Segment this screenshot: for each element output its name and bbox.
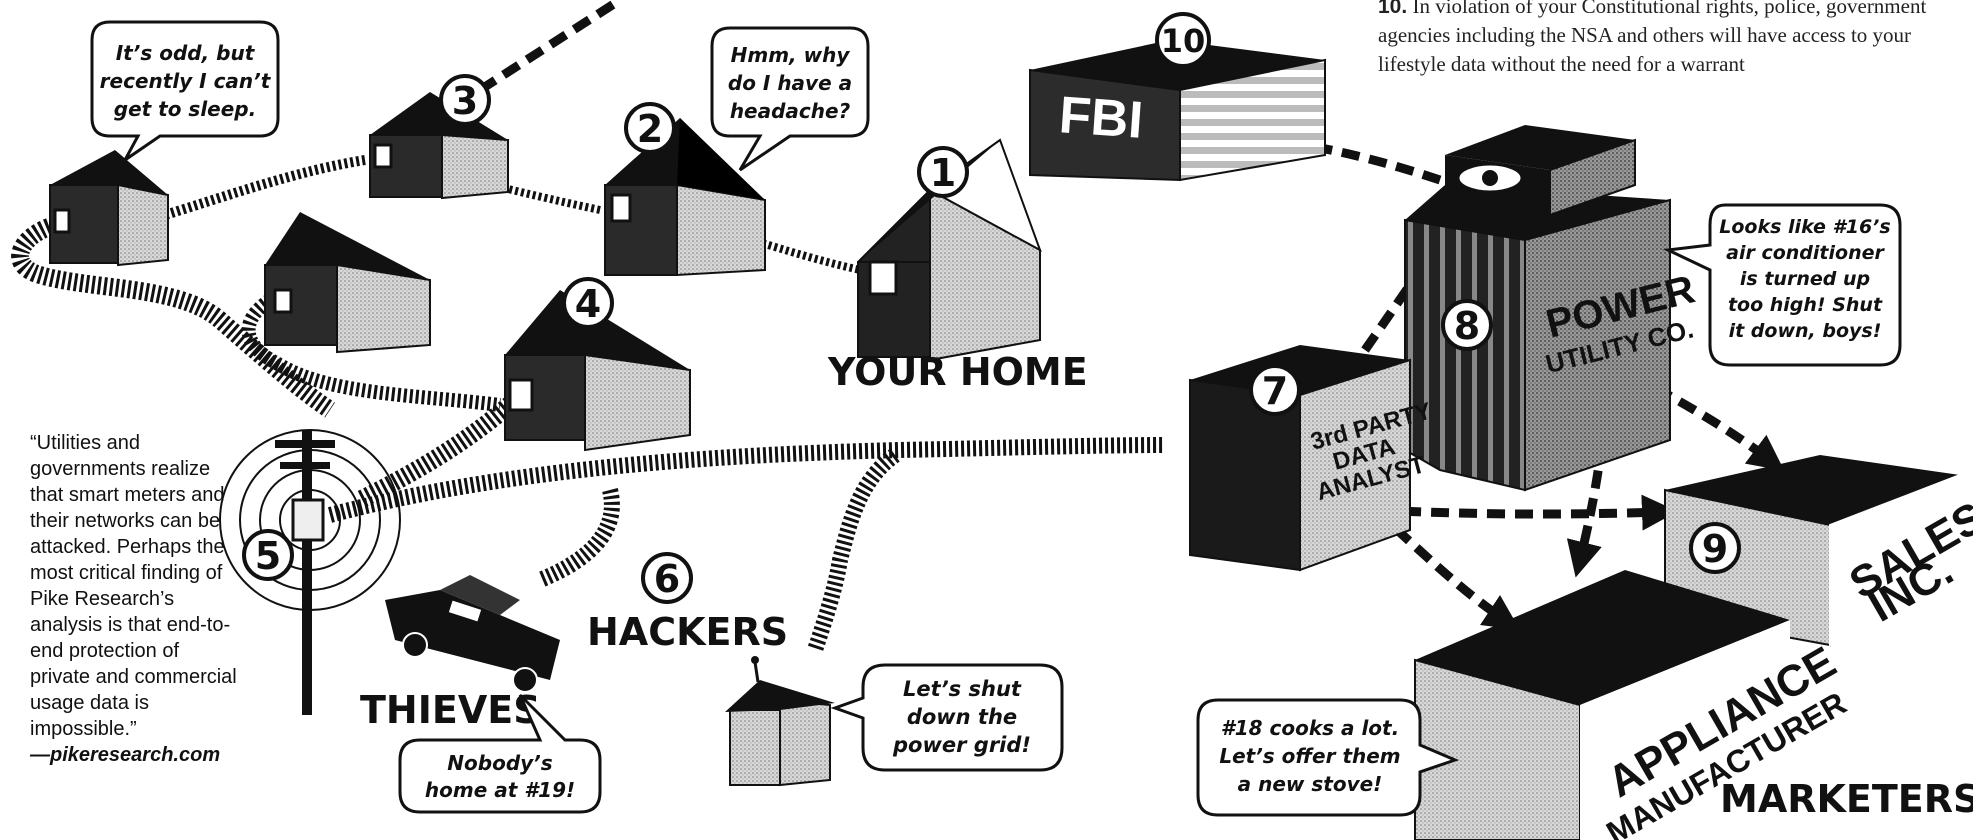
- svg-text:10: 10: [1161, 22, 1206, 60]
- house-middle: [264, 212, 431, 354]
- signal-to-thieves: [536, 488, 620, 588]
- bubble-stove-line-2: Let’s offer them: [1219, 744, 1400, 768]
- smart-meter-1: [868, 260, 898, 296]
- house-4: [504, 290, 691, 452]
- svg-text:5: 5: [255, 534, 281, 578]
- hacker-hut: [725, 656, 835, 787]
- house-1: [857, 138, 1042, 362]
- note-10-number: 10.: [1378, 0, 1408, 18]
- bubble-nobody-line-2: home at #19!: [425, 778, 575, 802]
- hackers-label: HACKERS: [587, 610, 788, 654]
- signal-far-curl: [11, 216, 336, 418]
- pike-research-quote: “Utilities and governments realize that …: [30, 430, 240, 768]
- smart-meter-4: [508, 378, 534, 412]
- arrow-top-exit: [477, 0, 623, 94]
- marker-6: 6: [641, 552, 693, 604]
- signal-pole-to-analyst: [327, 437, 1166, 523]
- fbi-building: FBI: [1029, 40, 1326, 182]
- marker-2: 2: [624, 102, 676, 154]
- house-2: [604, 118, 766, 277]
- your-home-label: YOUR HOME: [827, 350, 1088, 394]
- transformer-box: [291, 498, 325, 542]
- number-markers: 1 2 3 4 5 6 7 8 9 10: [242, 12, 1741, 604]
- marker-10: 10: [1155, 12, 1211, 68]
- smart-meter-middle: [273, 288, 293, 314]
- bubble-nobody-line-1: Nobody’s: [447, 751, 552, 775]
- bubble-stove: #18 cooks a lot. Let’s offer them a new …: [1196, 698, 1460, 817]
- marker-9: 9: [1689, 522, 1741, 574]
- bubble-headache-line-2: do I have a: [728, 71, 852, 95]
- signal-home3-to-home-far: [163, 155, 366, 220]
- bubble-stove-line-1: #18 cooks a lot.: [1221, 716, 1399, 740]
- bubble-aircon-line-5: it down, boys!: [1729, 320, 1882, 342]
- marker-4: 4: [562, 277, 614, 329]
- marker-5: 5: [242, 529, 294, 581]
- smart-meter-2: [610, 193, 632, 223]
- svg-text:3: 3: [452, 79, 478, 123]
- marker-1: 1: [917, 146, 969, 198]
- svg-text:4: 4: [575, 282, 601, 326]
- bubble-grid: Let’s shut down the power grid!: [830, 663, 1064, 772]
- quote-text: “Utilities and governments realize that …: [30, 432, 237, 740]
- svg-text:7: 7: [1262, 369, 1288, 413]
- bubble-nobody: Nobody’s home at #19!: [398, 693, 602, 814]
- svg-text:6: 6: [654, 557, 680, 601]
- bubble-aircon-line-3: is turned up: [1740, 268, 1870, 290]
- power-utility-building: POWER UTILITY CO.: [1404, 125, 1699, 492]
- svg-text:9: 9: [1702, 527, 1728, 571]
- eye-icon: [1456, 162, 1524, 194]
- signal-home4-curl: [241, 294, 501, 412]
- utility-pole: [219, 429, 401, 715]
- marker-3: 3: [439, 74, 491, 126]
- bubble-headache-line-3: headache?: [730, 99, 851, 123]
- thieves-car: [385, 575, 560, 693]
- data-analyst-building: 3rd PARTY DATA ANALYST: [1189, 345, 1434, 572]
- svg-text:8: 8: [1454, 304, 1480, 348]
- bubble-headache: Hmm, why do I have a headache?: [710, 26, 870, 172]
- bubble-sleep-line-1: It’s odd, but: [116, 41, 256, 65]
- marketers-label: MARKETERS: [1720, 777, 1973, 821]
- house-far-left: [49, 150, 169, 267]
- note-10-text: In violation of your Constitutional righ…: [1378, 0, 1927, 76]
- bubble-grid-line-1: Let’s shut: [903, 677, 1022, 701]
- signal-to-hackers-box: [807, 448, 900, 653]
- note-10: 10. In violation of your Constitutional …: [1378, 0, 1968, 79]
- arrow-fbi: [1237, 122, 1442, 185]
- bubble-grid-line-2: down the: [907, 705, 1017, 729]
- svg-text:2: 2: [637, 107, 663, 151]
- bubble-sleep-line-2: recently I can’t: [100, 69, 272, 93]
- marker-8: 8: [1441, 299, 1493, 351]
- bubble-grid-line-3: power grid!: [892, 733, 1031, 757]
- bubble-headache-line-1: Hmm, why: [731, 43, 851, 67]
- bubble-stove-line-3: a new stove!: [1238, 772, 1383, 796]
- fbi-label: FBI: [1057, 86, 1145, 150]
- bubble-sleep: It’s odd, but recently I can’t get to sl…: [90, 20, 280, 162]
- bubble-aircon-line-4: too high! Shut: [1728, 294, 1883, 316]
- bubble-aircon-line-1: Looks like #16’s: [1719, 216, 1890, 238]
- bubble-aircon-line-2: air conditioner: [1726, 242, 1885, 264]
- appliance-building: APPLIANCE MANUFACTURER: [1414, 570, 1852, 840]
- marker-7: 7: [1249, 364, 1301, 416]
- arrow-power-to-sales: [1627, 370, 1785, 471]
- thieves-label: THIEVES: [360, 688, 541, 732]
- svg-text:1: 1: [930, 151, 956, 195]
- bubble-sleep-line-3: get to sleep.: [114, 97, 256, 121]
- smart-meter-3: [373, 143, 393, 169]
- arrow-analyst-to-sales: [1374, 494, 1678, 531]
- quote-source: —pikeresearch.com: [30, 744, 221, 766]
- house-3: [369, 92, 509, 200]
- arrow-analyst-to-appliance: [1372, 506, 1520, 630]
- bubble-aircon: Looks like #16’s air conditioner is turn…: [1662, 203, 1902, 367]
- smart-meter-far-left: [53, 208, 71, 234]
